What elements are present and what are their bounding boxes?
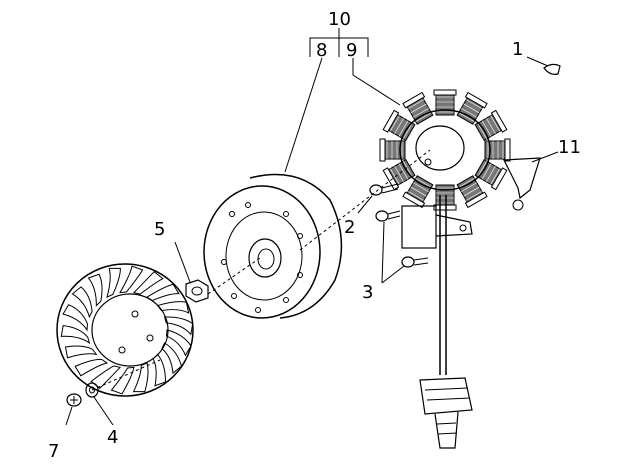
- fan-blades: [60, 265, 194, 395]
- stator-coil: [402, 91, 434, 125]
- pickup-sensor: [401, 205, 473, 249]
- callout-group-bracket: [309, 28, 369, 57]
- flywheel-rotor: [203, 173, 343, 319]
- flywheel-inner-ring: [225, 211, 303, 301]
- callout-10: 10: [328, 9, 351, 30]
- fan-blade: [119, 265, 144, 294]
- fan-blade: [152, 353, 166, 387]
- fan-hole: [146, 334, 154, 342]
- flywheel-hub: [248, 238, 282, 278]
- fan-blade: [60, 325, 91, 345]
- stator-coil: [382, 159, 416, 191]
- sensor-hole: [459, 224, 467, 232]
- callout-4: 4: [107, 427, 118, 448]
- stator-mount-hole: [424, 158, 432, 166]
- flywheel-hole: [283, 211, 289, 217]
- screw-7: [66, 393, 82, 407]
- callout-7: 7: [48, 441, 59, 462]
- sensor-bracket: [435, 214, 473, 237]
- fan-blade: [165, 329, 192, 357]
- stator-coil: [402, 175, 434, 209]
- fan-blade: [132, 362, 149, 393]
- stator-coil: [474, 109, 508, 141]
- flywheel-hole: [221, 259, 227, 265]
- stator-assembly: [379, 89, 511, 211]
- fan-blade: [74, 358, 109, 377]
- fan-blade: [106, 267, 121, 298]
- flywheel-holes: [221, 202, 303, 313]
- screw-3b: [401, 256, 429, 268]
- fan-rim: [56, 263, 194, 397]
- cooling-fan: [56, 263, 194, 397]
- flywheel-hole: [283, 297, 289, 303]
- fan-blade: [163, 316, 194, 336]
- callout-3: 3: [362, 282, 373, 303]
- fan-blade: [146, 283, 180, 302]
- cable-connector: [419, 377, 473, 449]
- screw-2: [369, 183, 399, 196]
- washer-4: [85, 382, 99, 398]
- leader-lines: [65, 56, 559, 426]
- flywheel-hole: [245, 202, 251, 208]
- sensor-body: [401, 205, 437, 249]
- flywheel-bore: [257, 248, 275, 270]
- fan-hole: [118, 346, 126, 354]
- callout-9: 9: [346, 40, 357, 61]
- fan-blade: [132, 271, 164, 295]
- stator-coils: [379, 89, 511, 211]
- flywheel-face: [203, 185, 321, 319]
- flywheel-hole: [297, 272, 303, 278]
- stator-cable: [439, 195, 447, 375]
- fan-hole: [131, 310, 139, 318]
- stator-coil: [456, 91, 488, 125]
- fan-hub-plate: [91, 293, 169, 367]
- woodruff-key: [543, 63, 561, 75]
- fan-blade: [156, 301, 190, 314]
- callout-2: 2: [344, 217, 355, 238]
- stator-coil: [382, 109, 416, 141]
- bracket-plate: [503, 157, 541, 211]
- flywheel-hole: [229, 211, 235, 217]
- fan-blade: [90, 365, 122, 389]
- callout-8: 8: [316, 40, 327, 61]
- fan-blade: [110, 366, 135, 395]
- fan-blade: [64, 345, 98, 359]
- stator-coil: [474, 159, 508, 191]
- flywheel-hole: [255, 307, 261, 313]
- callout-5: 5: [154, 219, 165, 240]
- fan-blade: [161, 342, 183, 375]
- flywheel-hole: [231, 293, 237, 299]
- fan-blade: [87, 273, 103, 307]
- stator-bore: [415, 125, 465, 171]
- callout-1: 1: [512, 39, 523, 60]
- hex-nut: [185, 279, 209, 303]
- fan-blade: [71, 286, 93, 319]
- stator-coil: [456, 175, 488, 209]
- screw-3a: [375, 210, 401, 222]
- flywheel-hole: [297, 233, 303, 239]
- callout-11: 11: [558, 137, 581, 158]
- stator-core: [399, 109, 491, 191]
- flywheel-back-rim: [249, 173, 343, 319]
- fan-blade: [62, 304, 89, 332]
